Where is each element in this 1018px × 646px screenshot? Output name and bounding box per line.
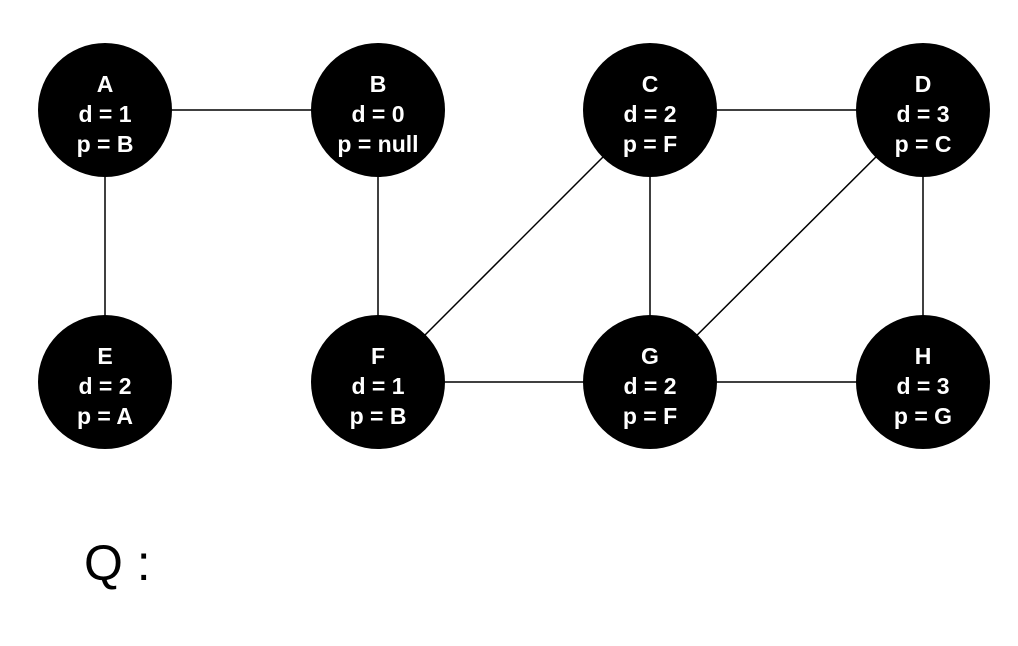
- node-F-line-1: F: [371, 343, 385, 369]
- node-B-line-1: B: [370, 71, 387, 97]
- node-H-line-3: p = G: [894, 403, 952, 429]
- node-D-circle: [856, 43, 990, 177]
- node-B: Bd = 0 p = null: [311, 43, 445, 177]
- node-G-line-2: d = 2: [623, 373, 676, 399]
- node-F-line-3: p = B: [350, 403, 407, 429]
- node-H: Hd = 3 p = G: [856, 315, 990, 449]
- node-C-line-3: p = F: [623, 131, 677, 157]
- nodes-layer: Ad = 1 p = B Bd = 0 p = null Cd = 2 p = F Dd =…: [38, 43, 990, 449]
- node-A-circle: [38, 43, 172, 177]
- node-F-circle: [311, 315, 445, 449]
- node-F-line-2: d = 1: [351, 373, 404, 399]
- node-E-line-3: p = A: [77, 403, 133, 429]
- node-D-line-3: p = C: [895, 131, 952, 157]
- node-B-line-2: d = 0: [351, 101, 404, 127]
- node-B-line-3: p = null: [337, 131, 418, 157]
- node-D-line-1: D: [915, 71, 932, 97]
- node-E-line-1: E: [97, 343, 112, 369]
- node-E-line-2: d = 2: [78, 373, 131, 399]
- node-D-line-2: d = 3: [896, 101, 949, 127]
- node-D: Dd = 3 p = C: [856, 43, 990, 177]
- node-C: Cd = 2 p = F: [583, 43, 717, 177]
- node-H-circle: [856, 315, 990, 449]
- queue-label: Q :: [84, 535, 151, 591]
- node-B-circle: [311, 43, 445, 177]
- node-E: Ed = 2 p = A: [38, 315, 172, 449]
- edges-layer: [104, 109, 924, 383]
- node-E-circle: [38, 315, 172, 449]
- node-G: Gd = 2 p = F: [583, 315, 717, 449]
- node-H-line-1: H: [915, 343, 932, 369]
- node-A: Ad = 1 p = B: [38, 43, 172, 177]
- node-C-line-1: C: [642, 71, 659, 97]
- node-C-circle: [583, 43, 717, 177]
- node-F: Fd = 1 p = B: [311, 315, 445, 449]
- node-G-line-1: G: [641, 343, 659, 369]
- node-H-line-2: d = 3: [896, 373, 949, 399]
- node-A-line-3: p = B: [77, 131, 134, 157]
- node-A-line-2: d = 1: [78, 101, 131, 127]
- node-C-line-2: d = 2: [623, 101, 676, 127]
- node-G-circle: [583, 315, 717, 449]
- node-A-line-1: A: [97, 71, 114, 97]
- node-G-line-3: p = F: [623, 403, 677, 429]
